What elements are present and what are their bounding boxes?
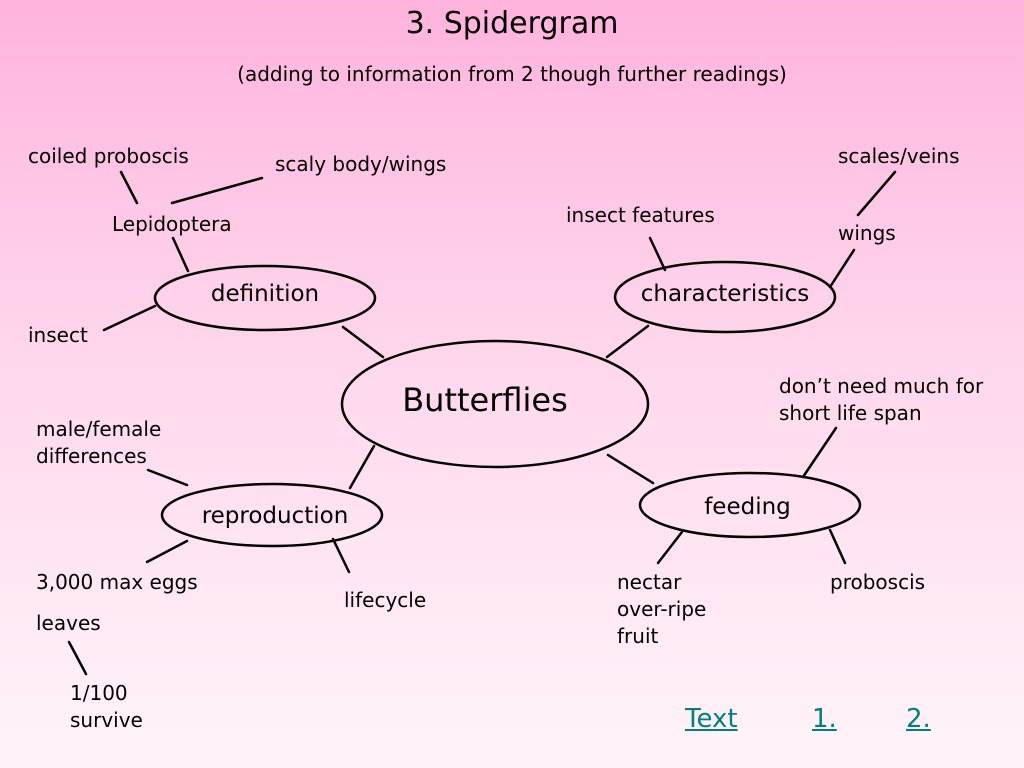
label-insect: insect (28, 323, 88, 347)
node-butterflies: Butterflies (402, 381, 568, 419)
label-lepidoptera: Lepidoptera (112, 212, 232, 236)
page-title: 3. Spidergram (405, 6, 619, 41)
reproduction-ellipse (160, 482, 384, 548)
node-definition: definition (210, 281, 320, 307)
connector-eggs-reproduction (145, 539, 189, 564)
node-feeding: feeding (704, 494, 791, 520)
label-wings: wings (838, 221, 896, 245)
label-scales-veins: scales/veins (838, 144, 960, 168)
label-male-female: male/female differences (36, 416, 161, 470)
characteristics-ellipse (613, 260, 837, 334)
connector-scales-wings (856, 170, 897, 217)
connector-center-feeding (606, 453, 655, 485)
connector-lifecycle-reproduction (331, 537, 351, 574)
label-scaly-body-wings: scaly body/wings (275, 152, 447, 176)
label-male-female-line2: differences (36, 444, 147, 468)
label-nectar-line3: fruit (617, 624, 659, 648)
connector-coiled-lepidoptera (119, 170, 139, 205)
connector-proboscis-feeding (828, 528, 847, 565)
connector-insect-definition (102, 304, 157, 332)
label-nectar-line1: nectar (617, 570, 682, 594)
label-survive-line1: 1/100 (70, 681, 128, 705)
connector-wings-characteristics (828, 248, 856, 289)
connector-malefemale-reproduction (146, 468, 189, 487)
connector-center-characteristics (605, 324, 650, 359)
label-leaves: leaves (36, 611, 101, 635)
connector-nectar-feeding (656, 530, 684, 565)
label-dont-need-line2: short life span (779, 401, 922, 425)
node-reproduction: reproduction (201, 503, 349, 529)
label-male-female-line1: male/female (36, 417, 162, 441)
nav-link-text[interactable]: Text (685, 704, 738, 734)
node-characteristics: characteristics (640, 281, 810, 307)
page-subtitle: (adding to information from 2 though fur… (237, 62, 787, 86)
feeding-ellipse (638, 471, 862, 539)
connector-scaly-lepidoptera (170, 176, 264, 205)
nav-link-2[interactable]: 2. (906, 704, 931, 734)
label-max-eggs: 3,000 max eggs (36, 570, 198, 594)
connector-leaves-survive (67, 640, 88, 676)
label-nectar: nectar over-ripe fruit (617, 569, 706, 650)
connector-center-definition (341, 325, 385, 359)
connector-insect-features-characteristics (648, 236, 667, 272)
label-dont-need-line1: don’t need much for (779, 374, 984, 398)
connector-center-reproduction (348, 444, 376, 490)
connector-lepidoptera-definition (171, 236, 190, 273)
connector-dont-need-feeding (801, 426, 838, 479)
label-coiled-proboscis: coiled proboscis (28, 144, 189, 168)
nav-link-1[interactable]: 1. (812, 704, 837, 734)
center-ellipse (340, 339, 650, 469)
label-nectar-line2: over-ripe (617, 597, 707, 621)
label-survive-line2: survive (70, 708, 143, 732)
label-proboscis: proboscis (830, 570, 926, 594)
definition-ellipse (153, 264, 377, 332)
label-lifecycle: lifecycle (344, 588, 427, 612)
label-insect-features: insect features (566, 203, 715, 227)
label-dont-need: don’t need much for short life span (779, 373, 983, 427)
label-survive: 1/100 survive (70, 680, 143, 734)
